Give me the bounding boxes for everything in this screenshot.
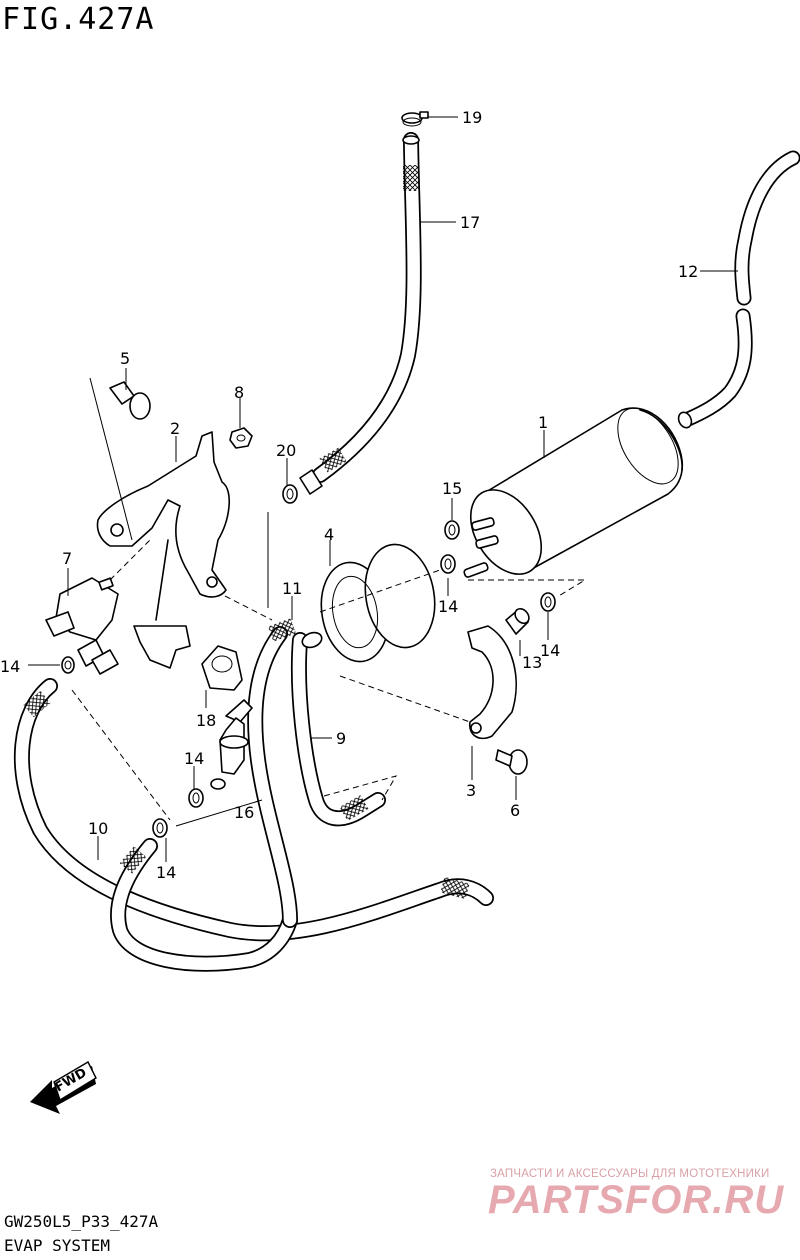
cap-13 (505, 607, 530, 635)
clamp-14-canister (440, 554, 456, 574)
hose-11 (247, 618, 298, 928)
watermark-tagline: ЗАПЧАСТИ И АКСЕССУАРЫ ДЛЯ МОТОТЕХНИКИ (490, 1168, 770, 1180)
model-code: GW250L5_P33_427A (4, 1212, 159, 1231)
callout-20: 20 (276, 441, 296, 460)
hose-9 (290, 631, 398, 827)
callout-14-left: 14 (0, 657, 20, 676)
watermark-brand: PARTSFOR.RU (488, 1178, 785, 1222)
hose-10 (13, 678, 494, 972)
callout-4: 4 (324, 525, 334, 544)
strap-3 (339, 625, 517, 740)
callout-9: 9 (336, 729, 346, 748)
callout-18: 18 (196, 711, 216, 730)
canister-1 (463, 407, 684, 598)
callout-16: 16 (234, 803, 254, 822)
clamp-14-lower-b (152, 818, 168, 838)
clamp-14-left (28, 656, 75, 674)
holder-18 (201, 645, 243, 691)
callout-14-lower-a: 14 (184, 749, 204, 768)
callout-8: 8 (234, 383, 244, 402)
callout-14-canister: 14 (438, 597, 458, 616)
hose-12 (677, 150, 800, 429)
callout-14-lower-b: 14 (156, 863, 176, 882)
bolt-5 (89, 377, 151, 541)
fwd-arrow-icon: FWD (30, 1061, 97, 1114)
callout-2: 2 (170, 419, 180, 438)
callout-numbers: 1 2 3 4 5 6 7 8 9 10 11 12 13 14 14 14 1… (0, 108, 698, 882)
figure-title: FIG.427A (2, 2, 155, 37)
callout-5: 5 (120, 349, 130, 368)
hose-17 (299, 132, 422, 495)
valve-7 (45, 539, 151, 675)
bracket-2 (96, 431, 273, 669)
clamp-20 (267, 484, 298, 608)
callout-10: 10 (88, 819, 108, 838)
clamp-15 (444, 520, 460, 540)
clamp-19 (401, 111, 429, 127)
clamp-14-cap (540, 592, 556, 612)
callout-7: 7 (62, 549, 72, 568)
system-name: EVAP SYSTEM (4, 1236, 110, 1255)
clamp-14-lower-a (188, 788, 204, 808)
callout-11: 11 (282, 579, 302, 598)
callout-13: 13 (522, 653, 542, 672)
callout-17: 17 (460, 213, 480, 232)
callout-14-cap: 14 (540, 641, 560, 660)
callout-3: 3 (466, 781, 476, 800)
callout-6: 6 (510, 801, 520, 820)
bracket-4 (319, 543, 441, 663)
nut-8 (229, 427, 253, 449)
screw-6 (495, 749, 528, 775)
callout-12: 12 (678, 262, 698, 281)
callout-19: 19 (462, 108, 482, 127)
callout-1: 1 (538, 413, 548, 432)
joint-16 (175, 699, 263, 827)
leader-lines (67, 116, 738, 862)
callout-15: 15 (442, 479, 462, 498)
